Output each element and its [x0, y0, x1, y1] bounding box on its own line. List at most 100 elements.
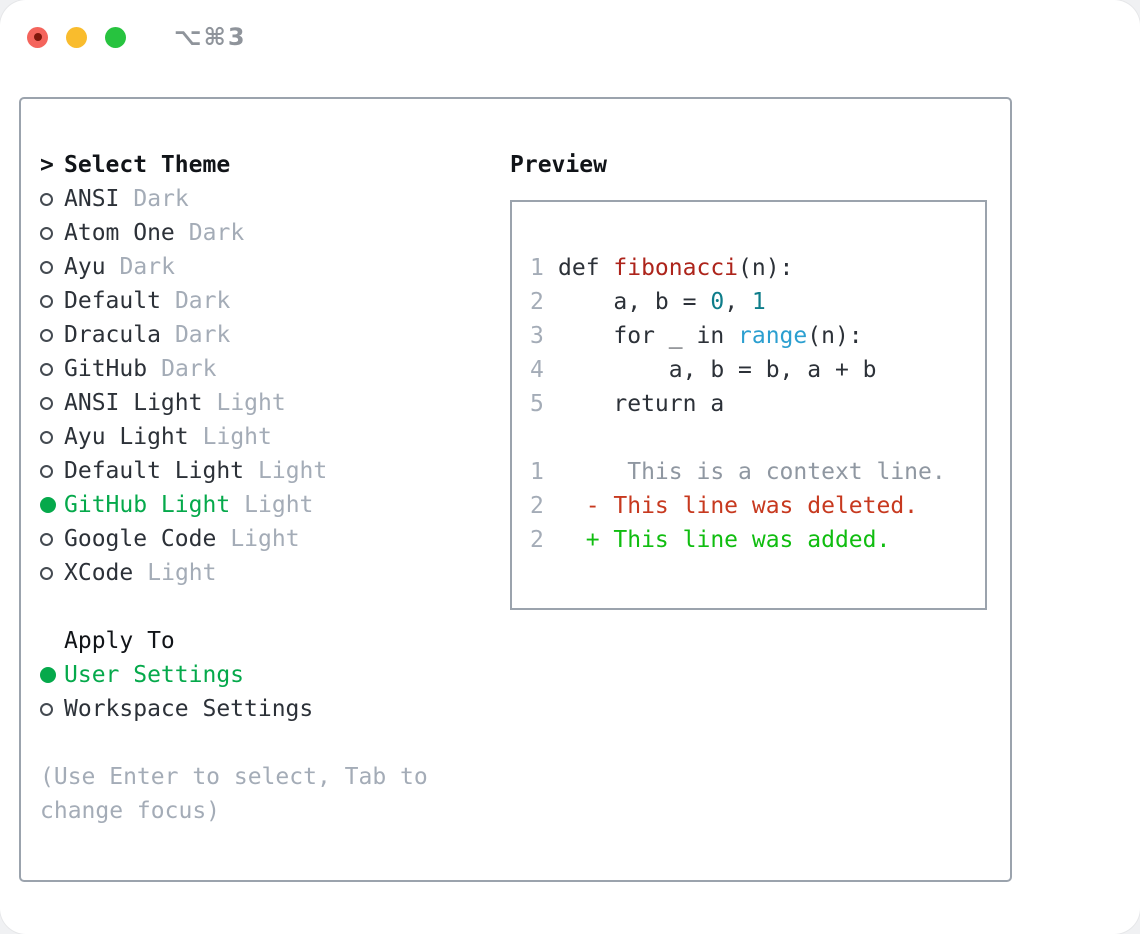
zoom-button[interactable]	[105, 26, 126, 48]
apply-to-title: Apply To	[64, 628, 175, 654]
line-number: 2	[530, 289, 544, 315]
theme-variant-label: Light	[230, 526, 300, 552]
window-title: ⌥⌘3	[174, 23, 247, 51]
radio-unselected-icon	[40, 396, 53, 410]
code-segment-num: 0	[710, 289, 725, 315]
theme-item-label: Ayu	[64, 254, 106, 280]
radio-unselected-icon	[40, 532, 53, 546]
theme-item-label: Default Light	[64, 458, 245, 484]
code-segment-add: + This line was added.	[558, 527, 891, 553]
theme-variant-label: Light	[202, 424, 272, 450]
hint-text-line1: (Use Enter to select, Tab to	[40, 764, 428, 790]
theme-variant-label: Light	[244, 492, 314, 518]
apply-item[interactable]: Workspace Settings	[40, 692, 428, 726]
theme-item-label: GitHub Light	[64, 492, 231, 518]
radio-unselected-icon	[40, 294, 53, 308]
preview-title: Preview	[510, 152, 607, 178]
spacer	[40, 726, 428, 760]
radio-unselected-icon	[40, 464, 53, 478]
theme-item-label: Default	[64, 288, 161, 314]
radio-unselected-icon	[40, 362, 53, 376]
radio-selected-icon	[40, 497, 56, 513]
apply-item[interactable]: User Settings	[40, 658, 428, 692]
code-line: 5 return a	[530, 387, 985, 421]
line-number: 1	[530, 255, 544, 281]
theme-variant-label: Light	[258, 458, 328, 484]
code-segment-call: range	[738, 323, 808, 349]
line-number: 2	[530, 493, 544, 519]
code-segment-code: a, b =	[558, 289, 711, 315]
theme-item[interactable]: Ayu Dark	[40, 250, 428, 284]
minimize-button[interactable]	[66, 26, 87, 48]
code-line	[530, 421, 985, 455]
theme-item-label: ANSI Light	[64, 390, 203, 416]
theme-item[interactable]: Default Light Light	[40, 454, 428, 488]
radio-selected-icon	[40, 667, 56, 683]
theme-item-label: Atom One	[64, 220, 175, 246]
theme-variant-label: Light	[147, 560, 217, 586]
theme-variant-label: Dark	[161, 356, 217, 382]
radio-unselected-icon	[40, 192, 53, 206]
close-dot-icon	[33, 33, 42, 41]
code-line: 2 + This line was added.	[530, 523, 985, 557]
select-theme-header: > Select Theme	[40, 148, 428, 182]
theme-item[interactable]: ANSI Light Light	[40, 386, 428, 420]
theme-item-label: Dracula	[64, 322, 161, 348]
code-segment-code: def	[558, 255, 614, 281]
code-line: 1 This is a context line.	[530, 455, 985, 489]
theme-item[interactable]: XCode Light	[40, 556, 428, 590]
radio-unselected-icon	[40, 566, 53, 580]
line-number: 5	[530, 391, 544, 417]
radio-unselected-icon	[40, 430, 53, 444]
titlebar: ⌥⌘3	[27, 23, 247, 51]
theme-item-label: XCode	[64, 560, 134, 586]
theme-variant-label: Dark	[133, 186, 189, 212]
theme-item[interactable]: Default Dark	[40, 284, 428, 318]
line-number: 1	[530, 459, 544, 485]
code-segment-del: - This line was deleted.	[558, 493, 919, 519]
selection-cursor-icon: >	[40, 152, 54, 178]
theme-variant-label: Dark	[119, 254, 175, 280]
theme-variant-label: Light	[216, 390, 286, 416]
select-theme-title: Select Theme	[64, 152, 231, 178]
theme-item-label: Google Code	[64, 526, 217, 552]
code-segment-num: 1	[751, 289, 766, 315]
radio-unselected-icon	[40, 260, 53, 274]
radio-unselected-icon	[40, 328, 53, 342]
line-number: 4	[530, 357, 544, 383]
hint-text-line2: change focus)	[40, 798, 221, 824]
theme-item-label: GitHub	[64, 356, 148, 382]
theme-item[interactable]: GitHub Light Light	[40, 488, 428, 522]
code-line: 3 for _ in range(n):	[530, 319, 985, 353]
theme-variant-label: Dark	[174, 322, 231, 348]
radio-unselected-icon	[40, 702, 53, 716]
theme-item-label: Ayu Light	[64, 424, 189, 450]
line-number: 2	[530, 527, 544, 553]
code-line: 4 a, b = b, a + b	[530, 353, 985, 387]
code-segment-ctx: This is a context line.	[558, 459, 946, 485]
line-number	[530, 421, 558, 455]
code-segment-code: for _ in	[558, 323, 739, 349]
code-segment-func: fibonacci	[613, 255, 739, 281]
theme-item[interactable]: Ayu Light Light	[40, 420, 428, 454]
code-line: 2 - This line was deleted.	[530, 489, 985, 523]
spacer	[40, 590, 428, 624]
apply-to-header: Apply To	[40, 624, 428, 658]
theme-variant-label: Dark	[174, 288, 231, 314]
theme-item[interactable]: Dracula Dark	[40, 318, 428, 352]
line-number: 3	[530, 323, 544, 349]
code-segment-code: return a	[558, 391, 725, 417]
close-button[interactable]	[27, 26, 48, 48]
code-line: 2 a, b = 0, 1	[530, 285, 985, 319]
theme-item[interactable]: GitHub Dark	[40, 352, 428, 386]
theme-item[interactable]: Google Code Light	[40, 522, 428, 556]
